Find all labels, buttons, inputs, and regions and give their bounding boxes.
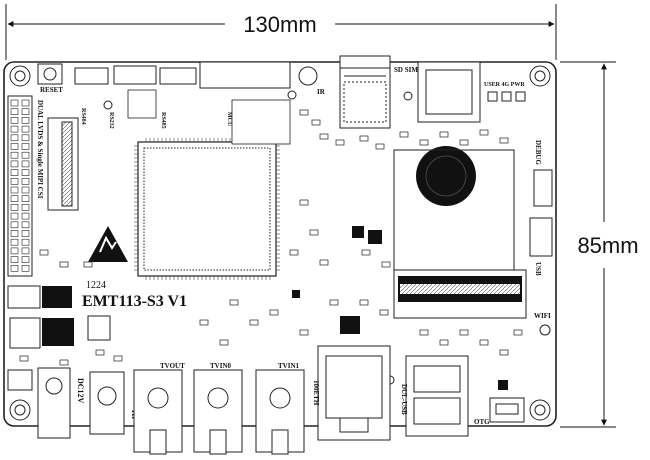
height-dimension: 85mm xyxy=(560,61,639,428)
rs232-left-label: RS484 xyxy=(80,108,86,125)
small-switch xyxy=(7,369,33,391)
coin-battery xyxy=(416,146,476,206)
usb-label: USB xyxy=(534,262,542,276)
debug-label: DEBUG xyxy=(534,140,542,165)
top-connectors xyxy=(74,61,291,89)
sim-card-slot xyxy=(417,61,481,123)
gpio-header-block xyxy=(127,89,291,145)
mcu-label: MCU xyxy=(226,112,232,127)
lvds-header xyxy=(7,95,33,277)
ir-receiver: IR xyxy=(298,66,326,96)
dc12v-label: DC12V xyxy=(76,378,85,404)
wifi-label: WIFI xyxy=(534,312,551,320)
black-ics xyxy=(292,226,508,390)
headphone-jack xyxy=(89,371,125,435)
mounting-holes xyxy=(9,65,551,421)
board-code: 1224 xyxy=(86,280,106,291)
tvout-rca xyxy=(133,369,183,455)
tvout-label: TVOUT xyxy=(160,362,185,370)
rs485-label: RS485 xyxy=(160,112,166,129)
width-dimension: 130mm xyxy=(5,4,557,60)
tvin1-label: TVIN1 xyxy=(278,362,300,370)
power-components xyxy=(7,285,111,349)
debug-header xyxy=(529,169,553,257)
dc12v-jack xyxy=(37,367,71,439)
sd-sim-label: SD SIM xyxy=(394,66,418,74)
rs232-label: RS232 xyxy=(108,112,114,129)
tvin1-rca xyxy=(255,369,305,455)
width-label: 130mm xyxy=(243,12,316,37)
ir-label: IR xyxy=(317,88,326,96)
wifi-antenna-connector xyxy=(539,324,551,336)
mpcie-slot xyxy=(393,269,527,319)
height-label: 85mm xyxy=(577,233,638,258)
reset-label: RESET xyxy=(40,86,63,94)
tvin0-label: TVIN0 xyxy=(210,362,232,370)
dul-usb-label: DUL-USB xyxy=(400,384,408,415)
status-leds xyxy=(487,91,526,102)
soc-chip xyxy=(134,138,280,280)
ethernet-port xyxy=(317,345,391,441)
sd-card-slot xyxy=(339,55,391,129)
tvin0-rca xyxy=(193,369,243,455)
board-model: EMT113-S3 V1 xyxy=(82,293,187,310)
otg-port xyxy=(489,397,525,423)
otg-label: OTG xyxy=(474,418,490,426)
dual-lvds-label: DUAL LVDS & Single MIPI CSI xyxy=(36,100,44,199)
esd-warning-icon xyxy=(88,226,128,262)
dual-usb-port xyxy=(405,355,469,437)
eth-label: 100ETH xyxy=(312,380,320,406)
small-components xyxy=(19,109,523,366)
reset-button: RESET xyxy=(37,63,63,94)
user-4g-pwr-label: USER 4G PWR xyxy=(484,82,525,88)
mipi-fpc-connector xyxy=(47,117,79,211)
